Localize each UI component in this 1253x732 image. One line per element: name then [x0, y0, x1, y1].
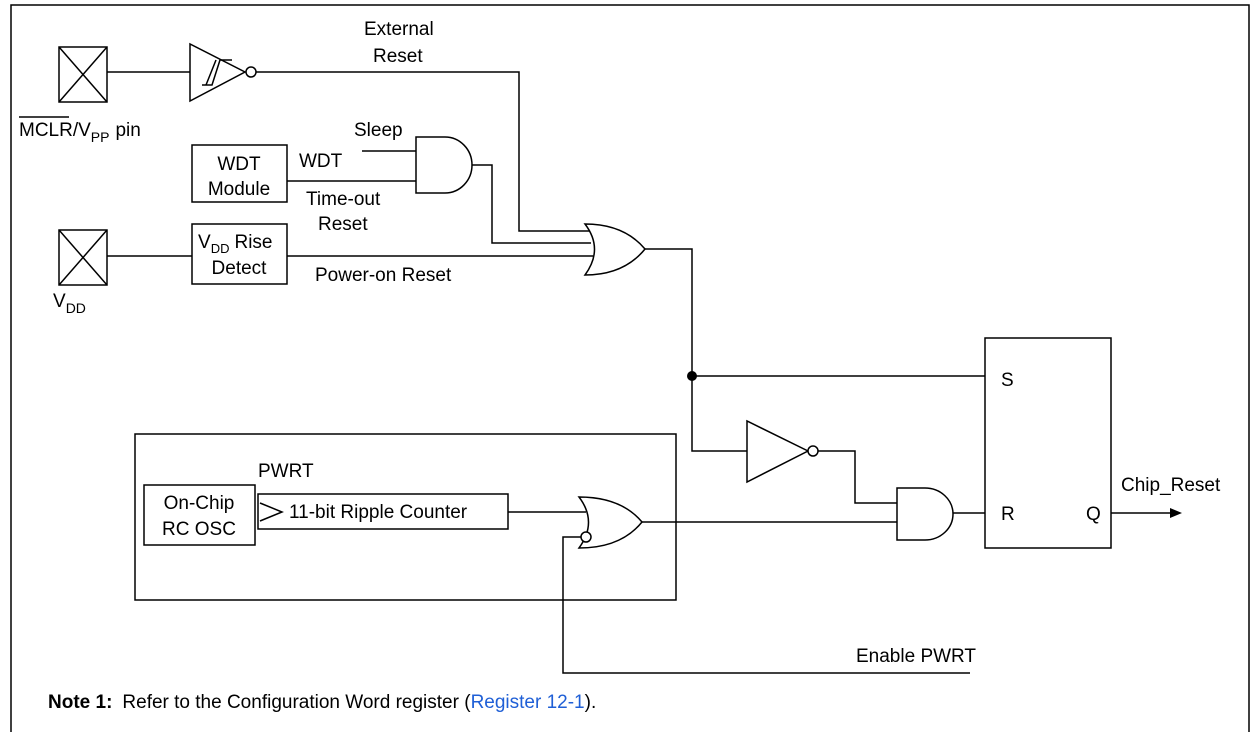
pwrt-or-gate [577, 496, 643, 549]
external-reset-label-2: Reset [373, 46, 423, 67]
chip-reset-label: Chip_Reset [1121, 475, 1221, 496]
arrow-right-icon [1170, 508, 1182, 518]
reset-or-gate [583, 223, 646, 276]
timeout-label: Time-out [306, 189, 381, 210]
note-label: Note 1: [48, 692, 113, 713]
timeout-label-2: Reset [318, 214, 368, 235]
inverter-output-wire [818, 450, 897, 504]
enable-pwrt-wire [562, 536, 970, 674]
vdd-pin-symbol [58, 229, 108, 286]
junction-dot [687, 371, 697, 381]
wdt-reset-wire [472, 164, 591, 244]
vdd-rise-label-2: Detect [212, 258, 268, 279]
clock-input-icon [259, 502, 284, 522]
sr-latch [984, 337, 1112, 549]
inverted-input-bubble [580, 531, 592, 543]
note-text: Refer to the Configuration Word register… [122, 692, 471, 713]
schmitt-inverter [189, 42, 257, 103]
rc-oscillator-box [143, 484, 256, 546]
wdt-module-box [191, 144, 288, 203]
r-and-gate [896, 487, 954, 541]
wdt-module-label-2: Module [208, 179, 270, 200]
wdt-and-gate [415, 136, 473, 194]
sleep-label: Sleep [354, 120, 403, 141]
register-link[interactable]: Register 12-1 [470, 692, 585, 713]
vdd-rise-detect-box [191, 223, 288, 285]
inverter [746, 419, 819, 484]
or-output-wire [645, 248, 747, 452]
vdd-pin-label: VDD [53, 291, 86, 316]
enable-pwrt-label: Enable PWRT [856, 646, 976, 667]
power-on-reset-label: Power-on Reset [315, 265, 452, 286]
external-reset-label: External [364, 19, 434, 40]
mclr-pin-symbol [58, 46, 108, 103]
rc-oscillator-label: On-Chip [164, 493, 235, 514]
figure-note: Note 1: Refer to the Configuration Word r… [48, 692, 596, 714]
pwrt-label: PWRT [258, 461, 314, 482]
latch-r-label: R [1001, 504, 1015, 525]
wdt-module-label: WDT [217, 154, 261, 175]
wdt-line-label: WDT [299, 151, 343, 172]
latch-q-label: Q [1086, 504, 1101, 525]
latch-s-label: S [1001, 370, 1014, 391]
pwrt-box [134, 433, 677, 601]
ripple-counter-label: 11-bit Ripple Counter [289, 502, 468, 523]
rc-oscillator-label-2: RC OSC [162, 519, 236, 540]
note-text-end: ). [584, 692, 597, 713]
external-reset-wire [256, 71, 593, 232]
figure-frame [10, 4, 1250, 732]
